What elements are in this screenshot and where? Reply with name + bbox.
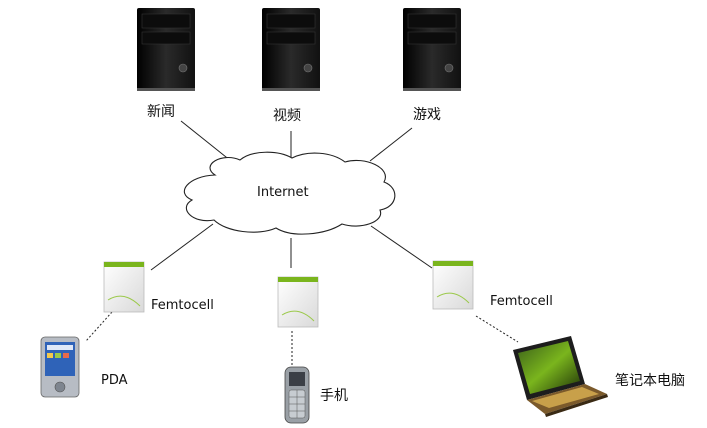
- internet-label: Internet: [257, 185, 309, 200]
- link-femto3-laptop: [475, 315, 519, 343]
- femtocell-1-label: Femtocell: [151, 298, 214, 313]
- link-internet-femto3: [370, 225, 433, 269]
- femtocell-3-label: Femtocell: [490, 294, 553, 309]
- server-video-label: 视频: [273, 108, 301, 124]
- server-games-label: 游戏: [413, 107, 441, 123]
- link-internet-femto1: [150, 223, 214, 271]
- server-news-label: 新闻: [147, 104, 175, 120]
- pda-label: PDA: [101, 373, 128, 388]
- internet-cloud-icon: [183, 151, 396, 235]
- femtocell-device-3: [432, 260, 474, 310]
- laptop-label: 笔记本电脑: [615, 373, 685, 389]
- mobile-phone-label: 手机: [320, 388, 348, 404]
- connection-lines: [85, 120, 519, 367]
- link-games-internet: [369, 127, 413, 162]
- mobile-phone-icon: [284, 366, 310, 424]
- server-video: [262, 8, 320, 91]
- femtocell-device-1: [103, 261, 145, 313]
- server-games: [403, 8, 461, 91]
- pda-icon: [40, 336, 80, 398]
- server-news: [137, 8, 195, 91]
- femtocell-device-2: [277, 276, 319, 328]
- laptop-icon: [513, 336, 608, 417]
- link-femto1-pda: [85, 311, 113, 342]
- link-news-internet: [180, 120, 232, 162]
